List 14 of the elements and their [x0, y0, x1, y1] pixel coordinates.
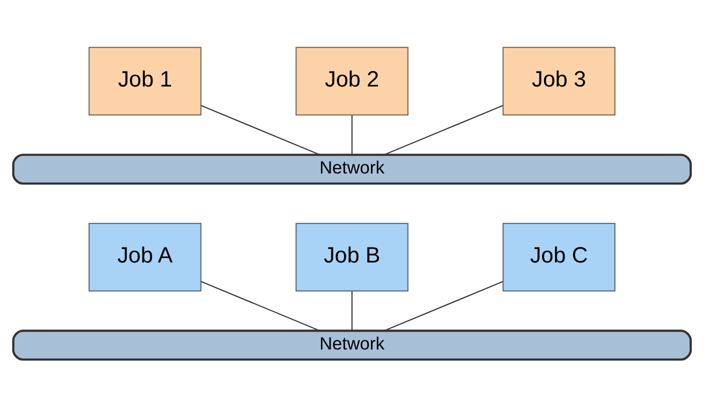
connector — [384, 280, 504, 331]
node-box: Network — [12, 329, 692, 360]
node-box: Job 2 — [296, 46, 408, 115]
node-box: Job A — [88, 222, 202, 291]
connector — [200, 104, 320, 155]
connector — [200, 280, 320, 331]
node-box: Job B — [296, 222, 408, 291]
node-box: Network — [12, 153, 692, 184]
connector — [351, 290, 353, 330]
node-box: Job 3 — [502, 46, 616, 115]
node-box: Job C — [502, 222, 616, 291]
connector — [351, 114, 353, 154]
node-box: Job 1 — [88, 46, 202, 115]
connector — [384, 104, 504, 155]
